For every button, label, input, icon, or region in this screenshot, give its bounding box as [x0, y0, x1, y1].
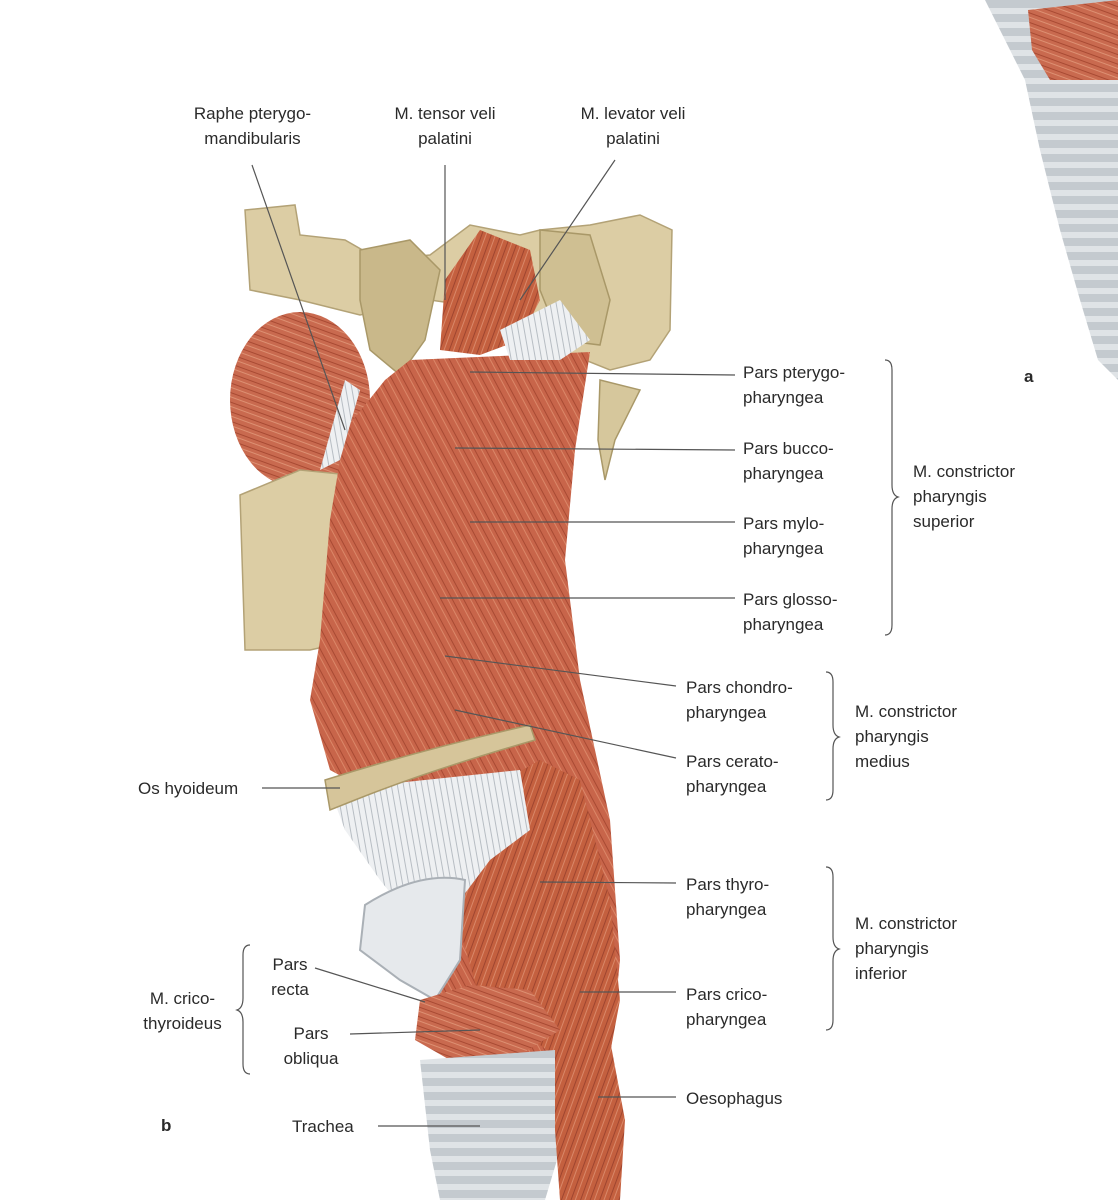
panel-label-a: a [1024, 367, 1034, 386]
label-os-hyoideum: Os hyoideum [138, 779, 239, 798]
hyoid-bone [324, 724, 536, 812]
panel-label-b: b [161, 1116, 172, 1135]
levator-tendon [500, 300, 590, 360]
label-pars-obliqua: Pars obliqua [283, 1024, 339, 1068]
panel-a-fragment [985, 0, 1118, 380]
label-levator-veli-palatini: M. levator veli palatini [580, 104, 686, 148]
cricothyroid-muscle [415, 985, 560, 1060]
label-pars-buccopharyngea: Pars bucco- pharyngea [743, 439, 834, 483]
thyrohyoid-membrane [330, 770, 530, 930]
raphe [320, 380, 360, 470]
label-pars-mylopharyngea: Pars mylo- pharyngea [743, 514, 825, 558]
leader-lines [251, 159, 736, 1127]
label-constrictor-inferior: M. constrictor pharyngis inferior [855, 914, 958, 983]
label-tensor-veli-palatini: M. tensor veli palatini [394, 104, 496, 148]
label-pars-ceratopharyngea: Pars cerato- pharyngea [686, 752, 779, 796]
label-pars-pterygopharyngea: Pars pterygo- pharyngea [743, 363, 846, 407]
label-pars-recta: Pars recta [271, 955, 309, 999]
label-raphe-pterygomandibularis: Raphe pterygo- mandibularis [193, 104, 312, 148]
label-m-cricothyroideus: M. crico- thyroideus [143, 989, 222, 1033]
label-pars-chondropharyngea: Pars chondro- pharyngea [686, 678, 793, 722]
label-oesophagus: Oesophagus [686, 1089, 783, 1108]
group-brackets [235, 359, 900, 1075]
oesophagus [555, 1040, 625, 1200]
label-pars-cricopharyngea: Pars crico- pharyngea [686, 985, 768, 1029]
label-pars-thyropharyngea: Pars thyro- pharyngea [686, 875, 770, 919]
label-constrictor-superior: M. constrictor pharyngis superior [913, 462, 1016, 531]
label-constrictor-medius: M. constrictor pharyngis medius [855, 702, 958, 771]
trachea [420, 1050, 560, 1200]
label-trachea: Trachea [292, 1117, 354, 1136]
label-pars-glossopharyngea: Pars glosso- pharyngea [743, 590, 838, 634]
